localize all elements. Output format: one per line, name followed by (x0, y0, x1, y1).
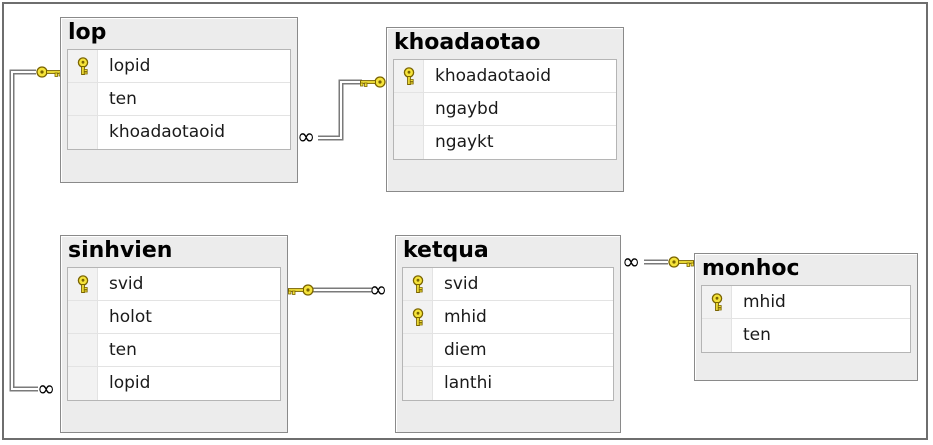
relationship-sinhvien-ketqua: ∞ (287, 278, 387, 303)
column-row[interactable]: svid (68, 268, 280, 301)
column-list: svid holot ten lopid (67, 267, 281, 401)
column-row[interactable]: mhid (403, 301, 613, 334)
column-row[interactable]: ten (68, 83, 290, 116)
column-name: svid (444, 274, 479, 294)
column-name: lopid (109, 56, 151, 76)
column-name: mhid (444, 307, 487, 327)
table-khoadaotao[interactable]: khoadaotao khoadaotaoid ngaybd ngaykt (386, 27, 624, 192)
row-selector[interactable] (68, 83, 98, 115)
primary-key-icon (412, 308, 424, 326)
column-row[interactable]: ngaybd (394, 93, 616, 126)
row-selector[interactable] (68, 116, 98, 149)
relationship-lop-khoadaotao: ∞ (297, 76, 386, 150)
relationship-lop-sinhvien: ∞ (9, 66, 63, 402)
column-list: lopid ten khoadaotaoid (67, 49, 291, 150)
table-title: ketqua (403, 238, 489, 263)
table-title: sinhvien (68, 238, 173, 263)
column-row[interactable]: svid (403, 268, 613, 301)
column-row[interactable]: ngaykt (394, 126, 616, 159)
infinity-icon: ∞ (297, 125, 315, 150)
column-row[interactable]: ten (702, 319, 910, 352)
row-selector[interactable] (394, 93, 424, 125)
column-row[interactable]: khoadaotaoid (68, 116, 290, 149)
column-name: svid (109, 274, 144, 294)
column-row[interactable]: lopid (68, 367, 280, 400)
column-name: ten (109, 89, 137, 109)
column-name: khoadaotaoid (109, 122, 226, 142)
table-title: monhoc (702, 256, 800, 281)
column-row[interactable]: lanthi (403, 367, 613, 400)
primary-key-icon (412, 275, 424, 293)
table-ketqua[interactable]: ketqua svid mhid diem lanthi (395, 235, 621, 433)
row-selector[interactable] (702, 319, 732, 352)
column-row[interactable]: khoadaotaoid (394, 60, 616, 93)
column-row[interactable]: mhid (702, 286, 910, 319)
column-row[interactable]: holot (68, 301, 280, 334)
column-name: khoadaotaoid (435, 66, 552, 86)
column-row[interactable]: diem (403, 334, 613, 367)
column-list: khoadaotaoid ngaybd ngaykt (393, 59, 617, 160)
key-icon (359, 76, 386, 88)
infinity-icon: ∞ (37, 377, 55, 402)
row-selector[interactable] (403, 367, 433, 400)
row-selector[interactable] (68, 367, 98, 400)
row-selector[interactable] (68, 334, 98, 366)
column-name: ten (109, 340, 137, 360)
primary-key-icon (77, 57, 89, 75)
table-title: khoadaotao (394, 30, 541, 55)
column-name: mhid (743, 292, 786, 312)
row-selector[interactable] (394, 126, 424, 159)
column-name: ngaykt (435, 132, 494, 152)
column-list: svid mhid diem lanthi (402, 267, 614, 401)
column-name: lopid (109, 373, 151, 393)
table-monhoc[interactable]: monhoc mhid ten (694, 253, 918, 381)
column-name: diem (444, 340, 487, 360)
primary-key-icon (711, 293, 723, 311)
primary-key-icon (403, 67, 415, 85)
infinity-icon: ∞ (369, 278, 387, 303)
column-name: lanthi (444, 373, 493, 393)
key-icon (668, 256, 695, 268)
row-selector[interactable] (68, 301, 98, 333)
column-name: ngaybd (435, 99, 499, 119)
table-lop[interactable]: lop lopid ten khoadaotaoid (60, 17, 298, 183)
relationship-ketqua-monhoc: ∞ (622, 250, 695, 275)
primary-key-icon (77, 275, 89, 293)
column-name: ten (743, 325, 771, 345)
column-row[interactable]: ten (68, 334, 280, 367)
column-row[interactable]: lopid (68, 50, 290, 83)
table-sinhvien[interactable]: sinhvien svid holot ten lopid (60, 235, 288, 433)
infinity-icon: ∞ (622, 250, 640, 275)
key-icon (287, 284, 314, 296)
column-name: holot (109, 307, 152, 327)
table-title: lop (68, 20, 107, 45)
row-selector[interactable] (403, 334, 433, 366)
column-list: mhid ten (701, 285, 911, 353)
key-icon (36, 66, 63, 78)
